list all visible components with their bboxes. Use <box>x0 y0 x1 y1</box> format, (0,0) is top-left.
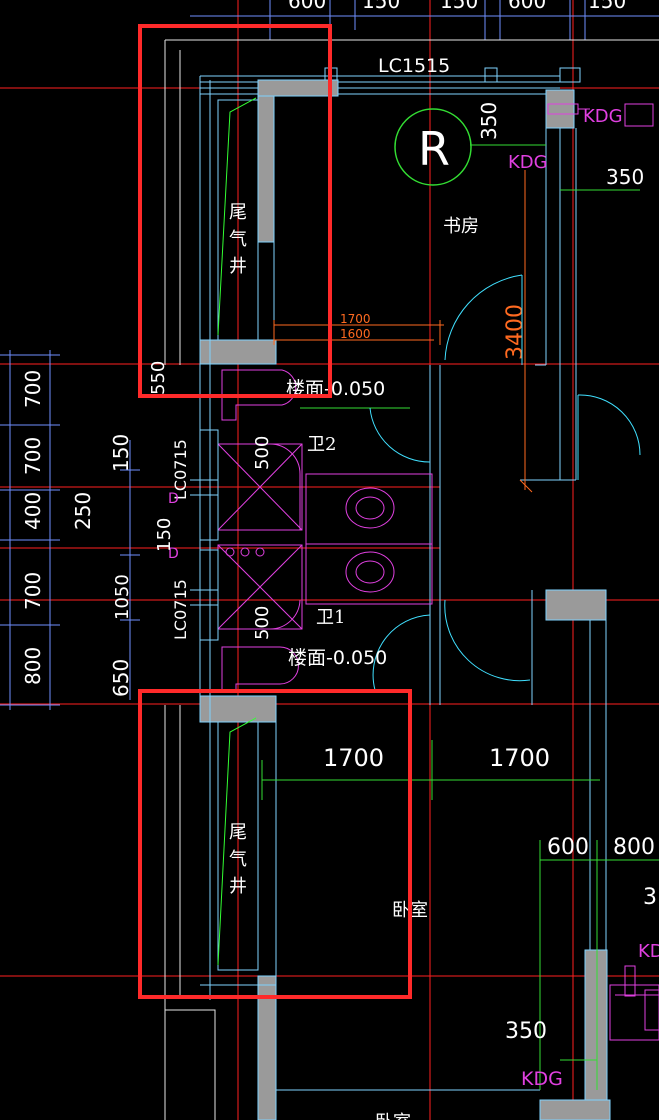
top-dim-4: 600 <box>508 0 546 13</box>
dim-650: 650 <box>109 659 133 697</box>
bathroom-fixtures <box>217 369 433 691</box>
dim-1700-b: 1700 <box>489 744 550 772</box>
window-label-lc0715-a: LC0715 <box>171 439 190 500</box>
dim-500-b: 500 <box>252 606 273 640</box>
shaft-bottom-char-3: 井 <box>229 876 247 897</box>
dim-600: 600 <box>547 835 589 860</box>
kdg-small-b: D <box>168 546 179 562</box>
dim-150-b: 150 <box>154 518 175 552</box>
room-label-study: 书房 <box>443 216 479 237</box>
shaft-bottom-diagonal <box>217 717 257 966</box>
dim-350-horizontal: 350 <box>606 165 644 189</box>
dim-500-a: 500 <box>252 436 273 470</box>
dim-350-bottom: 350 <box>505 1019 547 1044</box>
partial-dim-3: 3 <box>643 885 657 910</box>
kdg-outlet-top <box>547 103 654 127</box>
dim-1050: 1050 <box>112 574 133 620</box>
shaft-top-char-3: 井 <box>229 256 247 277</box>
outer-wall-lines <box>164 39 659 1120</box>
symbol-r-circle <box>394 108 472 186</box>
dim-3400: 3400 <box>503 304 528 360</box>
shaft-top-diagonal <box>217 97 257 336</box>
left-dim-4: 700 <box>21 572 45 610</box>
kdg-label-3-partial: KD <box>638 941 659 962</box>
top-dim-1: 600 <box>288 0 326 13</box>
left-dim-3: 400 <box>21 492 45 530</box>
walls <box>199 79 611 1120</box>
door-study <box>444 274 523 365</box>
dim-3400-line <box>519 170 533 493</box>
left-dimension-lines <box>0 350 140 710</box>
shaft-top-char-2: 气 <box>229 229 247 250</box>
dim-250: 250 <box>71 492 95 530</box>
shaft-bottom-char-1: 尾 <box>229 822 247 843</box>
highlight-box-bottom-shaft <box>138 689 412 999</box>
wc-2-label: 卫2 <box>307 434 336 455</box>
top-dim-2: 150 <box>362 0 400 13</box>
kdg-label-1: KDG <box>583 106 623 127</box>
dim-1700-a: 1700 <box>323 744 384 772</box>
highlight-box-top-shaft <box>138 24 332 398</box>
window-label-lc0715-b: LC0715 <box>171 579 190 640</box>
shaft-top <box>217 99 259 341</box>
door-right <box>577 394 641 480</box>
symbol-r: R <box>418 122 450 176</box>
dim-1600-small: 1600 <box>340 327 371 341</box>
dim-150-a: 150 <box>109 434 133 472</box>
kdg-small-a: D <box>168 491 179 507</box>
window-label-lc1515: LC1515 <box>378 55 450 77</box>
kdg-label-4: KDG <box>521 1068 563 1090</box>
dim-1700-1600-lines <box>273 320 444 345</box>
bottom-room-label: 卧室 <box>375 1112 411 1120</box>
shaft-top-char-1: 尾 <box>229 202 247 223</box>
left-dim-1: 700 <box>21 370 45 408</box>
dim-800: 800 <box>613 835 655 860</box>
floor-level-2: 楼面-0.050 <box>288 647 387 669</box>
wc-1-label: 卫1 <box>316 607 345 628</box>
panel-box-right <box>609 965 659 1041</box>
shaft-bottom <box>217 721 259 971</box>
dim-550: 550 <box>148 361 169 395</box>
kdg-label-2: KDG <box>508 152 548 173</box>
left-dim-5: 800 <box>21 647 45 685</box>
left-dim-2: 700 <box>21 437 45 475</box>
shaft-bottom-char-2: 气 <box>229 849 247 870</box>
dim-1700-small: 1700 <box>340 312 371 326</box>
dim-350-vertical: 350 <box>477 102 501 140</box>
top-dim-5: 150 <box>588 0 626 13</box>
top-dimension-strip <box>190 0 659 40</box>
door-wc <box>369 407 531 691</box>
top-dim-3: 150 <box>440 0 478 13</box>
bathroom-windows <box>190 429 219 641</box>
